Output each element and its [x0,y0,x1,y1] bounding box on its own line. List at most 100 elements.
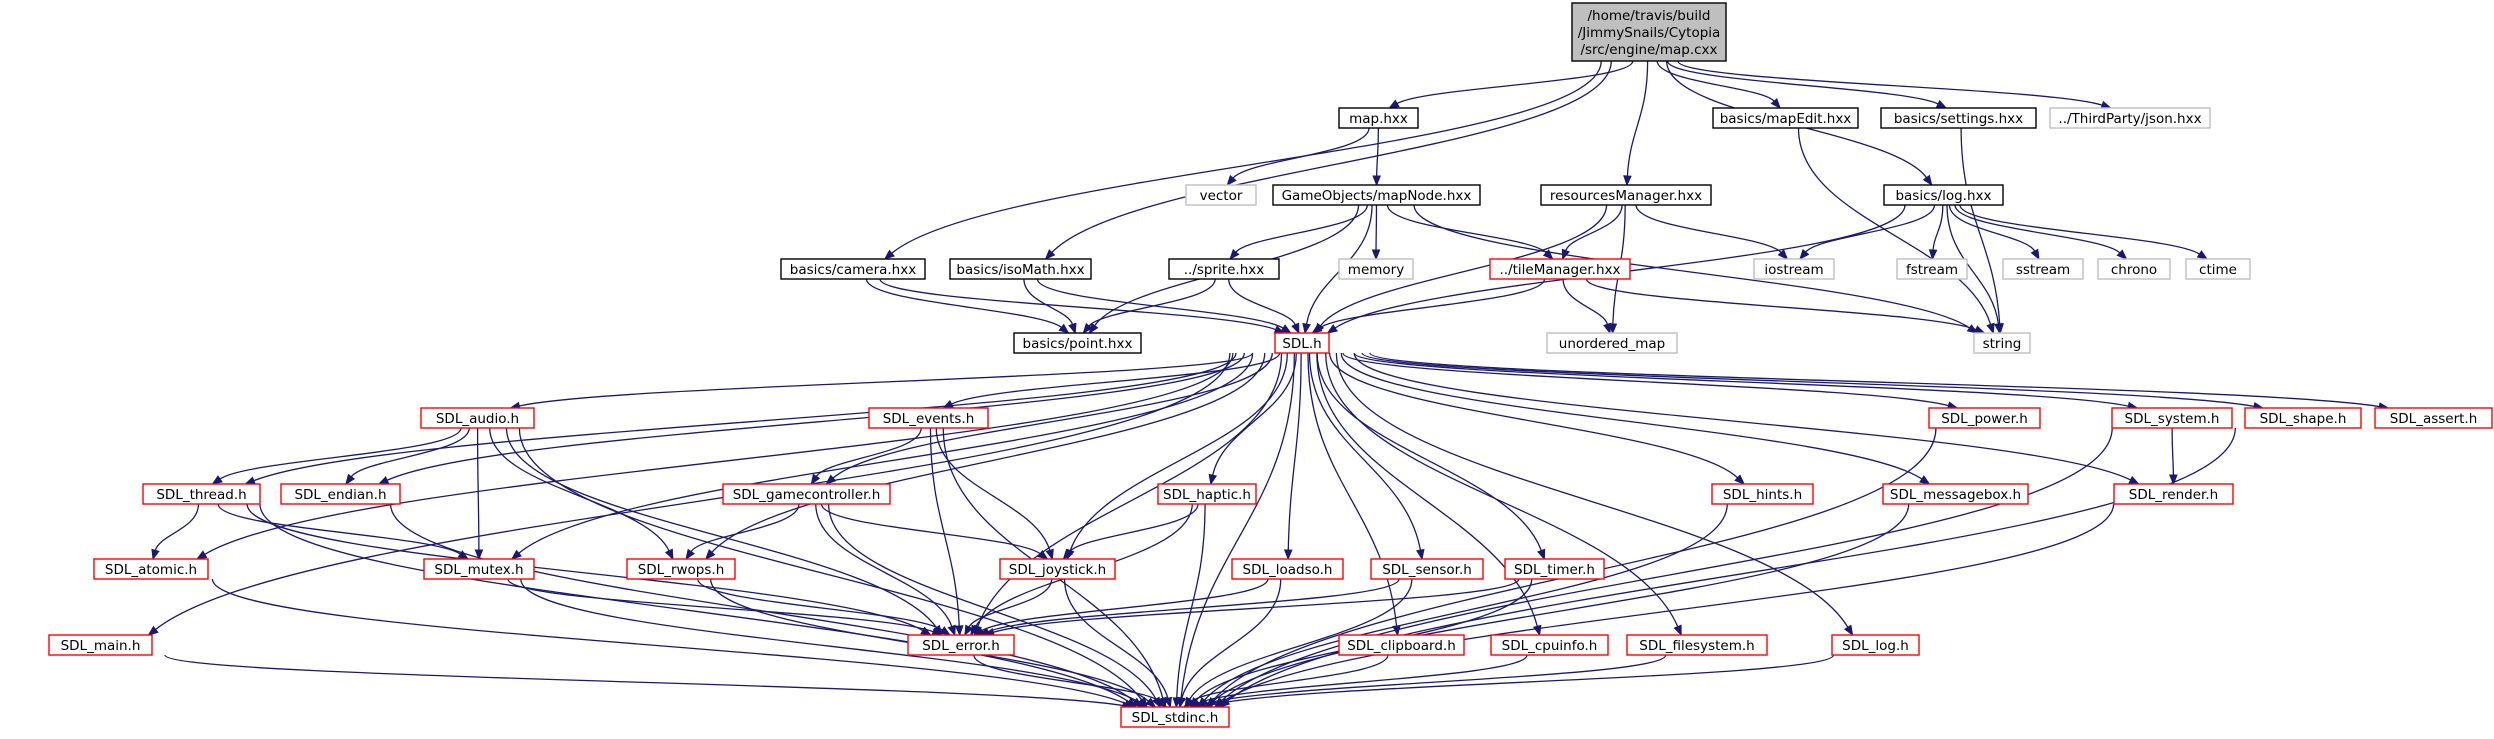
node-main[interactable]: SDL_main.h [48,634,153,656]
edge-line [879,278,1276,331]
node-haptic[interactable]: SDL_haptic.h [1157,483,1257,505]
edge-arrowhead [1082,322,1093,335]
edge-line [204,352,1234,555]
node-point[interactable]: basics/point.hxx [1013,332,1142,354]
edge-line [709,578,1149,702]
node-camera[interactable]: basics/camera.hxx [780,258,926,280]
node-box [1540,184,1712,206]
node-mutex[interactable]: SDL_mutex.h [423,558,535,580]
edge-line [981,578,1269,632]
edge-arrowhead [1623,175,1632,187]
node-rwops[interactable]: SDL_rwops.h [626,558,736,580]
node-sprite[interactable]: ../sprite.hxx [1168,258,1280,280]
node-log_h[interactable]: SDL_log.h [1831,634,1920,656]
edge-log_hxx-to-sdl [1326,204,1906,334]
node-box [1157,483,1257,505]
node-events[interactable]: SDL_events.h [868,407,989,429]
edge-arrowhead [1326,324,1338,334]
edge-arrowhead [1986,322,1995,335]
edge-arrowhead [1935,99,1948,109]
edge-arrowhead [1208,473,1218,486]
edge-arrowhead [685,548,695,561]
node-error[interactable]: SDL_error.h [907,634,1015,656]
node-box [48,634,153,656]
node-render[interactable]: SDL_render.h [2113,483,2234,505]
node-resmgr[interactable]: resourcesManager.hxx [1540,184,1712,206]
edge-arrowhead [2030,248,2040,261]
node-atomic[interactable]: SDL_atomic.h [93,558,209,580]
edge-line [1626,60,1649,177]
edge-arrowhead [1799,248,1810,261]
node-mapedit[interactable]: basics/mapEdit.hxx [1712,107,1859,129]
edge-arrowhead [2116,249,2128,260]
node-hints[interactable]: SDL_hints.h [1711,483,1814,505]
node-assert[interactable]: SDL_assert.h [2374,407,2493,429]
node-box [868,407,989,429]
edges-layer [147,60,2390,710]
edge-arrowhead [1371,249,1381,261]
node-log_hxx[interactable]: basics/log.hxx [1883,184,2004,206]
node-box [949,258,1092,280]
edge-arrowhead [1311,324,1323,334]
edge-line [217,503,461,555]
node-messagebox[interactable]: SDL_messagebox.h [1882,483,2029,505]
node-label: /src/engine/map.cxx [1580,42,1717,58]
node-sdl[interactable]: SDL.h [1274,332,1330,354]
edge-line [1342,352,1949,407]
edge-events-to-gamecontroller [810,427,922,486]
node-clipboard[interactable]: SDL_clipboard.h [1338,634,1465,656]
node-label: SDL_clipboard.h [1347,638,1456,654]
node-box [1013,332,1142,354]
edge-log_hxx-to-string [1946,204,2003,335]
node-label: SDL_endian.h [294,487,386,503]
edge-resmgr-to-iostream [1635,204,1789,260]
edge-arrowhead [1156,697,1168,708]
node-label: SDL_main.h [61,638,141,654]
node-endian[interactable]: SDL_endian.h [280,483,401,505]
edge-sdl-to-cpuinfo [1316,352,1542,637]
node-power[interactable]: SDL_power.h [1928,407,2041,429]
edge-arrowhead [883,249,895,260]
node-sensor[interactable]: SDL_sensor.h [1370,558,1484,580]
node-box [1753,258,1835,280]
edge-line [832,352,1273,479]
edge-mapnode-to-sprite [1229,204,1368,261]
node-map_hxx[interactable]: map.hxx [1338,107,1419,129]
node-thread[interactable]: SDL_thread.h [142,483,261,505]
node-system[interactable]: SDL_system.h [2111,407,2233,429]
edge-log_hxx-to-iostream [1799,204,1936,261]
edge-settings-to-string [1960,127,2004,335]
node-label: resourcesManager.hxx [1550,188,1702,204]
node-box [1338,634,1465,656]
node-joystick[interactable]: SDL_joystick.h [999,558,1116,580]
node-label: SDL_hints.h [1723,487,1802,503]
edge-arrowhead [1532,624,1542,637]
node-mapnode[interactable]: GameObjects/mapNode.hxx [1272,184,1481,206]
node-cpuinfo[interactable]: SDL_cpuinfo.h [1490,634,1609,656]
edge-line [1068,503,1199,553]
node-label: SDL_audio.h [436,411,519,427]
node-audio[interactable]: SDL_audio.h [420,407,535,429]
node-shape[interactable]: SDL_shape.h [2244,407,2362,429]
edge-arrowhead [1734,474,1746,485]
node-gamecontroller[interactable]: SDL_gamecontroller.h [722,483,891,505]
node-root[interactable]: /home/travis/build/JimmySnails/Cytopia/s… [1571,2,1727,62]
edge-line [815,427,922,477]
node-tilemgr[interactable]: ../tileManager.hxx [1489,258,1631,280]
edge-line [1325,352,1679,627]
node-stdinc[interactable]: SDL_stdinc.h [1120,706,1230,728]
edge-arrowhead [1777,249,1789,260]
node-isomath[interactable]: basics/isoMath.hxx [949,258,1092,280]
node-loadso[interactable]: SDL_loadso.h [1231,558,1344,580]
node-settings[interactable]: basics/settings.hxx [1880,107,2037,129]
node-label: string [1983,336,2022,352]
node-box [1489,258,1631,280]
edge-line [1328,352,1738,479]
edge-thread-to-error [246,503,932,636]
edge-log_hxx-to-fstream [1928,204,1944,261]
edge-arrowhead [1673,624,1682,637]
node-timer[interactable]: SDL_timer.h [1504,558,1605,580]
node-filesystem[interactable]: SDL_filesystem.h [1626,634,1768,656]
edge-root-to-json [1677,60,2113,110]
edge-arrowhead [1928,249,1938,261]
